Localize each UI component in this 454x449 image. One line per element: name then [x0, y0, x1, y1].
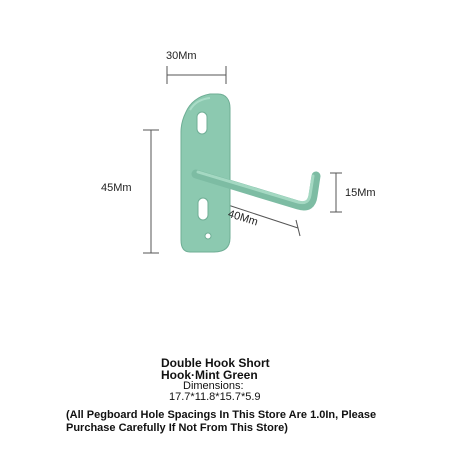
- hook-height-label: 15Mm: [345, 187, 376, 199]
- spacing-note-line-2: Purchase Carefully If Not From This Stor…: [66, 422, 288, 434]
- height-dimension-line: [143, 129, 159, 254]
- spacing-note-line-1: (All Pegboard Hole Spacings In This Stor…: [66, 409, 377, 421]
- product-title-line-1: Double Hook Short: [161, 356, 270, 370]
- height-label: 45Mm: [101, 182, 132, 194]
- depth-dimension-line: [227, 204, 301, 237]
- width-label: 30Mm: [166, 50, 197, 62]
- product-photo: [143, 66, 342, 254]
- dimensions-value: 17.7*11.8*15.7*5.9: [169, 391, 261, 403]
- dimensions-label: Dimensions:: [183, 380, 244, 392]
- pegboard-hook: [180, 93, 321, 253]
- product-caption: Double Hook Short Hook·Mint Green Dimens…: [0, 357, 454, 435]
- product-title-line-2: Hook·Mint Green: [161, 368, 258, 382]
- width-dimension-line: [166, 66, 227, 84]
- hook-height-dimension-line: [330, 172, 342, 213]
